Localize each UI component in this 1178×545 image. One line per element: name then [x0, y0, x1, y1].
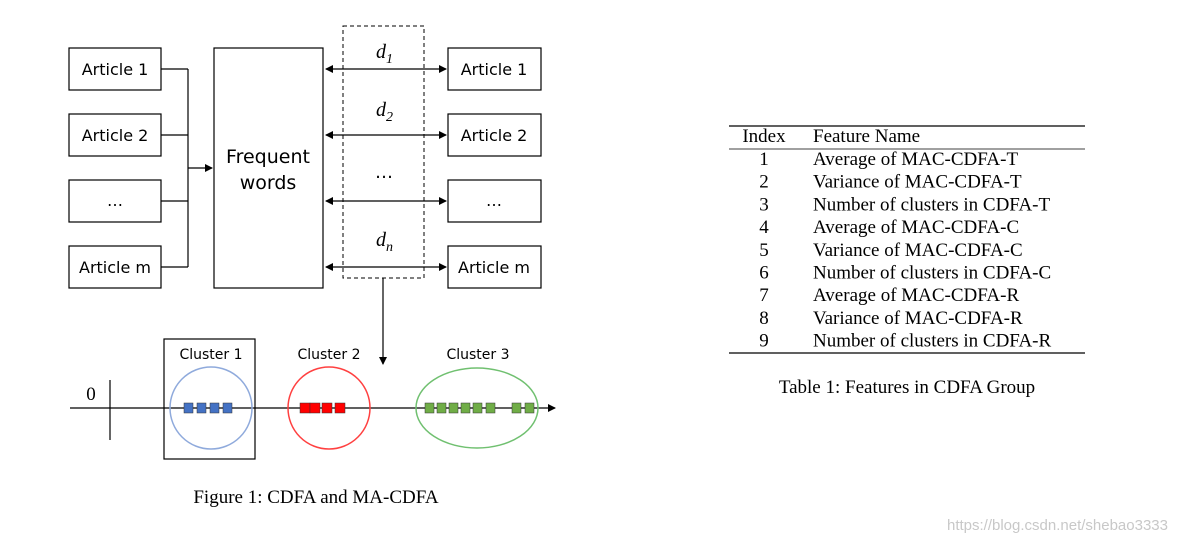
table-cell-index: 2 [759, 172, 769, 193]
cluster-2-point [309, 402, 321, 414]
left-article-label: Article 1 [82, 60, 149, 79]
cluster-3-label: Cluster 3 [446, 347, 509, 363]
frequent-words-box [213, 47, 324, 289]
cluster-3-point [524, 402, 535, 414]
table-cell-feature: Number of clusters in CDFA-T [813, 194, 1051, 215]
right-article-label: Article 2 [461, 126, 528, 145]
table-cell-index: 9 [759, 331, 769, 352]
right-article-box-3 [447, 179, 542, 223]
cluster-3-point [472, 402, 483, 414]
table-cell-feature: Variance of MAC-CDFA-R [813, 308, 1023, 329]
table-cell-index: 5 [759, 240, 769, 261]
table-cell-feature: Number of clusters in CDFA-C [813, 263, 1051, 284]
table-cell-index: 7 [759, 285, 769, 306]
cluster-3-point [448, 402, 459, 414]
table-cell-feature: Variance of MAC-CDFA-C [813, 240, 1023, 261]
distance-ellipsis: … [375, 162, 393, 183]
cluster-3-ellipse [415, 367, 539, 449]
right-article-label: … [486, 191, 502, 210]
cluster-3-point [485, 402, 496, 414]
table-caption: Table 1: Features in CDFA Group [779, 377, 1035, 398]
table-header-index: Index [742, 126, 786, 147]
left-article-label: … [107, 191, 123, 210]
table-cell-feature: Average of MAC-CDFA-C [813, 217, 1019, 238]
table-cell-index: 8 [759, 308, 769, 329]
watermark: https://blog.csdn.net/shebao3333 [947, 517, 1168, 534]
cluster-3-point [436, 402, 447, 414]
distance-arrows [325, 65, 447, 271]
cluster-3-point [511, 402, 522, 414]
left-article-label: Article 2 [82, 126, 149, 145]
right-article-boxes: Article 1 Article 2 … Article m [447, 47, 542, 289]
cluster-1-label: Cluster 1 [179, 347, 242, 363]
left-article-label: Article m [79, 258, 151, 277]
table-cell-feature: Number of clusters in CDFA-R [813, 331, 1052, 352]
table-cell-index: 3 [759, 194, 769, 215]
frequent-words-line-2: words [240, 172, 297, 194]
cluster-2-circle [287, 366, 371, 450]
cluster-2-point [334, 402, 346, 414]
cluster-points [183, 402, 535, 414]
left-article-box-1 [68, 47, 162, 91]
table-cell-index: 6 [759, 263, 769, 284]
right-article-box-2 [447, 113, 542, 157]
cluster-1-point [222, 402, 233, 414]
table-cell-feature: Average of MAC-CDFA-T [813, 149, 1018, 170]
cluster-2-point [321, 402, 333, 414]
cluster-1-frame [163, 338, 256, 460]
cluster-3-point [460, 402, 471, 414]
left-article-box-3 [68, 179, 162, 223]
right-article-box-4 [447, 245, 542, 289]
cluster-1-circle [169, 366, 253, 450]
cluster-1-point [209, 402, 220, 414]
cluster-1-point [183, 402, 194, 414]
right-article-box-1 [447, 47, 542, 91]
left-article-box-2 [68, 113, 162, 157]
cluster-1-point [196, 402, 207, 414]
right-article-label: Article m [458, 258, 530, 277]
cluster-3-point [424, 402, 435, 414]
cluster-2-label: Cluster 2 [297, 347, 360, 363]
frequent-words-line-1: Frequent [226, 146, 310, 168]
table-cell-feature: Average of MAC-CDFA-R [813, 285, 1019, 306]
left-connectors [161, 68, 213, 268]
distance-d1: d1 [376, 41, 393, 67]
distance-d2: d2 [376, 99, 393, 125]
distance-dn: dn [376, 229, 393, 255]
right-article-label: Article 1 [461, 60, 528, 79]
table-header-feature: Feature Name [813, 126, 920, 147]
figure-caption: Figure 1: CDFA and MA-CDFA [193, 487, 439, 508]
table-cell-index: 1 [759, 149, 769, 170]
cluster-2-point [299, 402, 311, 414]
table-cell-feature: Variance of MAC-CDFA-T [813, 172, 1022, 193]
left-article-boxes: Article 1 Article 2 … Article m [68, 47, 162, 289]
axis-zero-label: 0 [86, 384, 96, 405]
table-cell-index: 4 [759, 217, 769, 238]
distance-labels: d1 d2 … dn [375, 41, 393, 255]
